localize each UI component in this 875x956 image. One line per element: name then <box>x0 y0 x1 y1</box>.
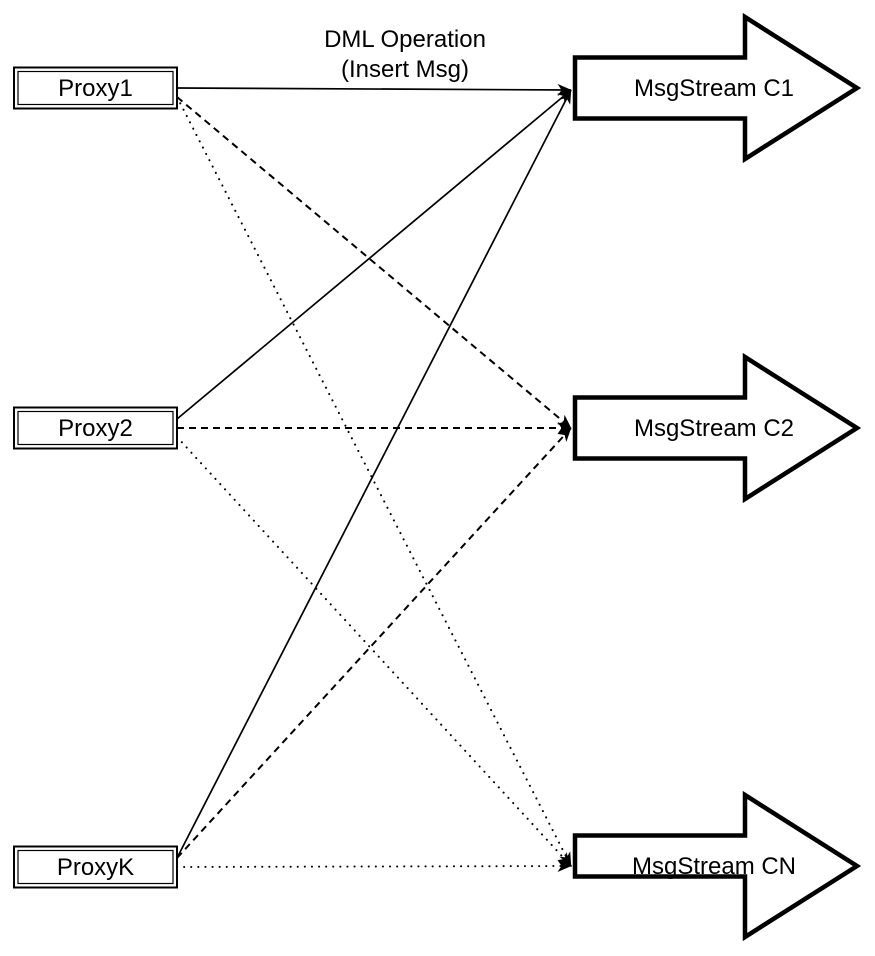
node-msgstream-cn: MsgStream CN <box>572 790 862 942</box>
edge-proxyk-cn <box>176 860 572 873</box>
node-msgstream-c2: MsgStream C2 <box>572 352 862 504</box>
edge-proxyk-c1 <box>176 89 572 859</box>
edge-proxy2-cn <box>176 436 572 867</box>
proxyk-label: ProxyK <box>57 854 134 881</box>
edge-proxyk-c2 <box>176 427 572 859</box>
node-msgstream-c1: MsgStream C1 <box>572 12 862 164</box>
proxy2-box <box>13 406 178 450</box>
msgstream-c2-arrow-shape <box>572 352 862 504</box>
diagram-title: DML Operation (Insert Msg) <box>324 26 486 83</box>
msgstream-cn-arrow-shape <box>572 790 862 942</box>
edge-proxy1-cn <box>176 96 572 867</box>
edge-proxy1-c2 <box>176 96 572 429</box>
msgstream-c1-label: MsgStream C1 <box>634 75 794 102</box>
node-proxy2: Proxy2 <box>13 406 178 450</box>
title-line2: (Insert Msg) <box>341 56 469 83</box>
edges-layer <box>176 83 572 873</box>
proxyk-box-inner-border <box>17 849 174 885</box>
proxy1-box <box>13 66 178 110</box>
proxy2-label: Proxy2 <box>58 415 133 442</box>
node-proxyk: ProxyK <box>13 845 178 889</box>
edge-proxy2-c1 <box>176 89 572 420</box>
proxy1-box-inner-border <box>17 70 174 106</box>
node-proxy1: Proxy1 <box>13 66 178 110</box>
title-line1: DML Operation <box>324 26 486 53</box>
edge-proxy1-c1 <box>176 83 572 96</box>
proxyk-box <box>13 845 178 889</box>
proxy2-box-inner-border <box>17 410 174 446</box>
proxy1-label: Proxy1 <box>58 75 133 102</box>
msgstream-c2-label: MsgStream C2 <box>634 415 794 442</box>
msgstream-cn-label: MsgStream CN <box>632 853 796 880</box>
msgstream-c1-arrow-shape <box>572 12 862 164</box>
